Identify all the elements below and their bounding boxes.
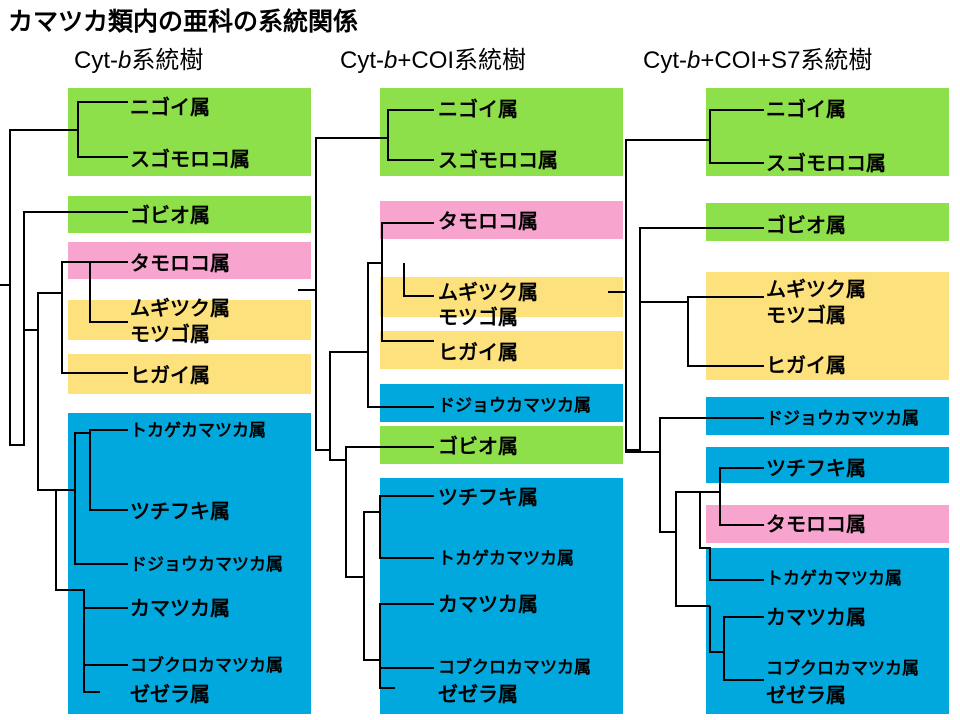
taxon-label-higai: ヒガイ属 bbox=[438, 340, 518, 364]
taxon-label-zezera: ゼゼラ属 bbox=[766, 683, 846, 707]
taxon-label-zezera: ゼゼラ属 bbox=[130, 682, 210, 706]
tree-3-clade-box-blue bbox=[706, 447, 949, 483]
tree-2-header: Cyt-b+COI系統樹 bbox=[340, 47, 527, 74]
taxon-label-motsugo: モツゴ属 bbox=[766, 303, 846, 327]
taxon-label-sugomoroko: スゴモロコ属 bbox=[438, 148, 558, 172]
taxon-label-tokagegakamatsuka: トカゲカマツカ属 bbox=[130, 421, 266, 441]
tree-2-clade-box-blue bbox=[380, 478, 623, 714]
slide-title: カマツカ類内の亜科の系統関係 bbox=[8, 7, 359, 36]
taxon-label-nigoi: ニゴイ属 bbox=[130, 95, 210, 119]
taxon-label-tamoroko: タモロコ属 bbox=[766, 512, 866, 536]
tree-3-clade-box-green bbox=[706, 203, 949, 241]
tree-1-clade-box-green bbox=[68, 196, 311, 233]
tree-1-clade-box-yellow bbox=[68, 300, 311, 340]
tree-3-branch bbox=[608, 109, 764, 293]
taxon-label-tsuchifuki: ツチフキ属 bbox=[766, 456, 866, 480]
taxon-label-tokagegakamatsuka: トカゲカマツカ属 bbox=[438, 549, 574, 569]
tree-2-clade-box-pink bbox=[380, 201, 623, 239]
tree-3-clade-box-yellow bbox=[706, 272, 949, 380]
taxon-label-gobio: ゴビオ属 bbox=[766, 213, 846, 237]
tree-3-clade-box-green bbox=[706, 88, 949, 176]
taxon-label-higai: ヒガイ属 bbox=[766, 353, 846, 377]
taxon-label-kobukurokamatsuka: コブクロカマツカ属 bbox=[766, 659, 919, 679]
taxon-label-mugitsuku: ムギツク属 bbox=[766, 277, 866, 301]
tree-2-branch bbox=[363, 577, 434, 689]
taxon-label-mugitsuku: ムギツク属 bbox=[438, 280, 538, 304]
tree-2-clade-box-green bbox=[380, 88, 623, 176]
tree-1-branch bbox=[0, 101, 128, 286]
tree-2-branch bbox=[315, 138, 434, 451]
tree-3-branch bbox=[625, 140, 764, 451]
tree-1-header: Cyt-b系統樹 bbox=[74, 47, 204, 74]
tree-3-clade-box-blue bbox=[706, 548, 949, 714]
tree-3-branch bbox=[699, 492, 764, 681]
taxon-label-gobio: ゴビオ属 bbox=[438, 434, 518, 458]
taxon-label-kamatsuka: カマツカ属 bbox=[766, 605, 866, 629]
tree-3-header: Cyt-b+COI+S7系統樹 bbox=[643, 47, 873, 74]
taxon-label-sugomoroko: スゴモロコ属 bbox=[130, 147, 250, 171]
taxon-label-kamatsuka: カマツカ属 bbox=[130, 596, 230, 620]
taxon-label-kobukurokamatsuka: コブクロカマツカ属 bbox=[438, 658, 591, 678]
taxon-label-kobukurokamatsuka: コブクロカマツカ属 bbox=[130, 656, 283, 676]
taxon-label-dojoukamatsuka: ドジョウカマツカ属 bbox=[438, 396, 591, 416]
tree-3-branch bbox=[639, 228, 764, 367]
taxon-label-zezera: ゼゼラ属 bbox=[438, 682, 518, 706]
tree-2-clade-box-blue bbox=[380, 384, 623, 422]
tree-3-branch bbox=[625, 417, 764, 607]
taxon-label-sugomoroko: スゴモロコ属 bbox=[766, 151, 886, 175]
taxon-label-tamoroko: タモロコ属 bbox=[130, 251, 230, 275]
taxon-label-tsuchifuki: ツチフキ属 bbox=[130, 499, 230, 523]
taxon-label-tsuchifuki: ツチフキ属 bbox=[438, 485, 538, 509]
taxon-label-nigoi: ニゴイ属 bbox=[766, 97, 846, 121]
tree-2-branch bbox=[298, 109, 434, 291]
taxon-label-kamatsuka: カマツカ属 bbox=[438, 592, 538, 616]
taxon-label-motsugo: モツゴ属 bbox=[438, 305, 518, 329]
taxon-label-motsugo: モツゴ属 bbox=[130, 322, 210, 346]
taxon-label-nigoi: ニゴイ属 bbox=[438, 97, 518, 121]
taxon-label-dojoukamatsuka: ドジョウカマツカ属 bbox=[130, 555, 283, 575]
tree-2-clade-box-green bbox=[380, 426, 623, 464]
taxon-label-dojoukamatsuka: ドジョウカマツカ属 bbox=[766, 409, 919, 429]
taxon-label-mugitsuku: ムギツク属 bbox=[130, 296, 230, 320]
taxon-label-higai: ヒガイ属 bbox=[130, 363, 210, 387]
tree-3-clade-box-blue bbox=[706, 397, 949, 435]
taxon-label-tokagegakamatsuka: トカゲカマツカ属 bbox=[766, 569, 902, 589]
tree-2-branch bbox=[329, 446, 434, 578]
tree-1-branch bbox=[9, 130, 128, 446]
tree-1-branch bbox=[37, 293, 128, 565]
tree-1-clade-box-pink bbox=[68, 242, 311, 279]
tree-1-branch bbox=[55, 490, 128, 693]
tree-2-branch bbox=[367, 263, 434, 408]
taxon-label-gobio: ゴビオ属 bbox=[130, 203, 210, 227]
taxon-label-tamoroko: タモロコ属 bbox=[438, 209, 538, 233]
tree-2-clade-box-yellow bbox=[380, 331, 623, 369]
